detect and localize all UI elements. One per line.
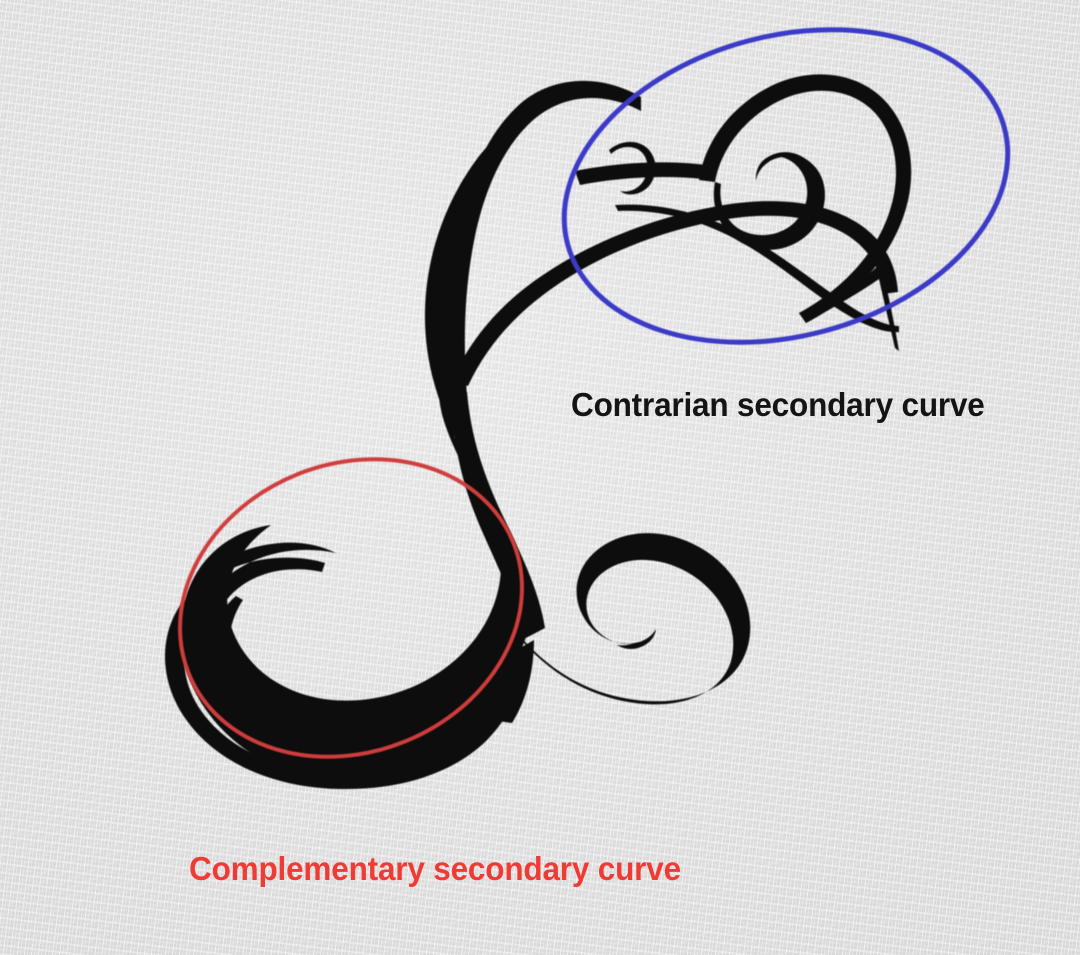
flourish-upper-arc (448, 80, 641, 397)
flourish-inner-loop-tail (185, 542, 532, 750)
complementary-curve-label: Complementary secondary curve (189, 850, 681, 887)
flourish-spiral-inner (713, 152, 825, 250)
flourish-small-hook (609, 141, 656, 195)
flourish-right-tail (799, 263, 899, 351)
flourish-spiral-tip (755, 152, 808, 181)
complementary-marker-ellipse (178, 457, 524, 759)
flourish-scroll-tip (617, 629, 656, 649)
annotation-markers (178, 27, 1011, 759)
flourish-main-stroke (180, 83, 620, 784)
flourish-lower-connector (498, 640, 534, 723)
flourish-lower-right-scroll (520, 533, 751, 705)
flourish-upper-leaf-bottom (452, 201, 898, 386)
contrarian-marker-ellipse (561, 27, 1011, 345)
flourish-ink (165, 74, 912, 790)
flourish-hairline-tail (210, 596, 362, 734)
flourish-inner-s-curve (615, 204, 899, 333)
flourish-crossbar (575, 162, 706, 185)
contrarian-curve-label: Contrarian secondary curve (571, 386, 985, 423)
